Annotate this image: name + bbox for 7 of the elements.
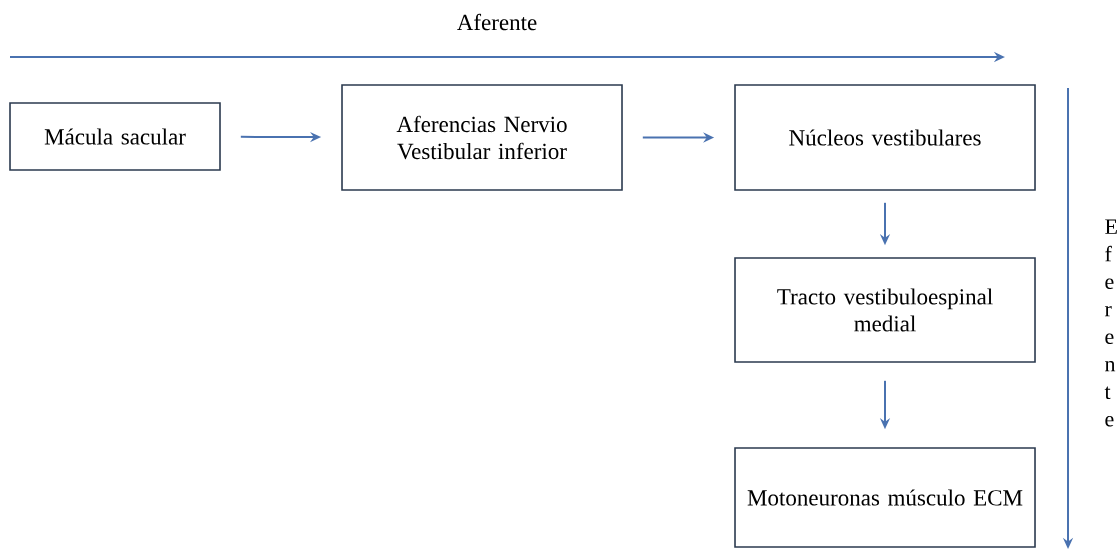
process-box: Tracto vestibuloespinal medial — [734, 257, 1036, 363]
direction-label: Aferente — [457, 13, 537, 31]
process-box: Núcleos vestibulares — [734, 84, 1036, 191]
process-box: Motoneuronas músculo ECM — [734, 447, 1036, 548]
direction-label: Eferente — [1104, 219, 1117, 427]
process-box: Mácula sacular — [9, 102, 221, 171]
process-box: Aferencias Nervio Vestibular inferior — [341, 84, 623, 191]
